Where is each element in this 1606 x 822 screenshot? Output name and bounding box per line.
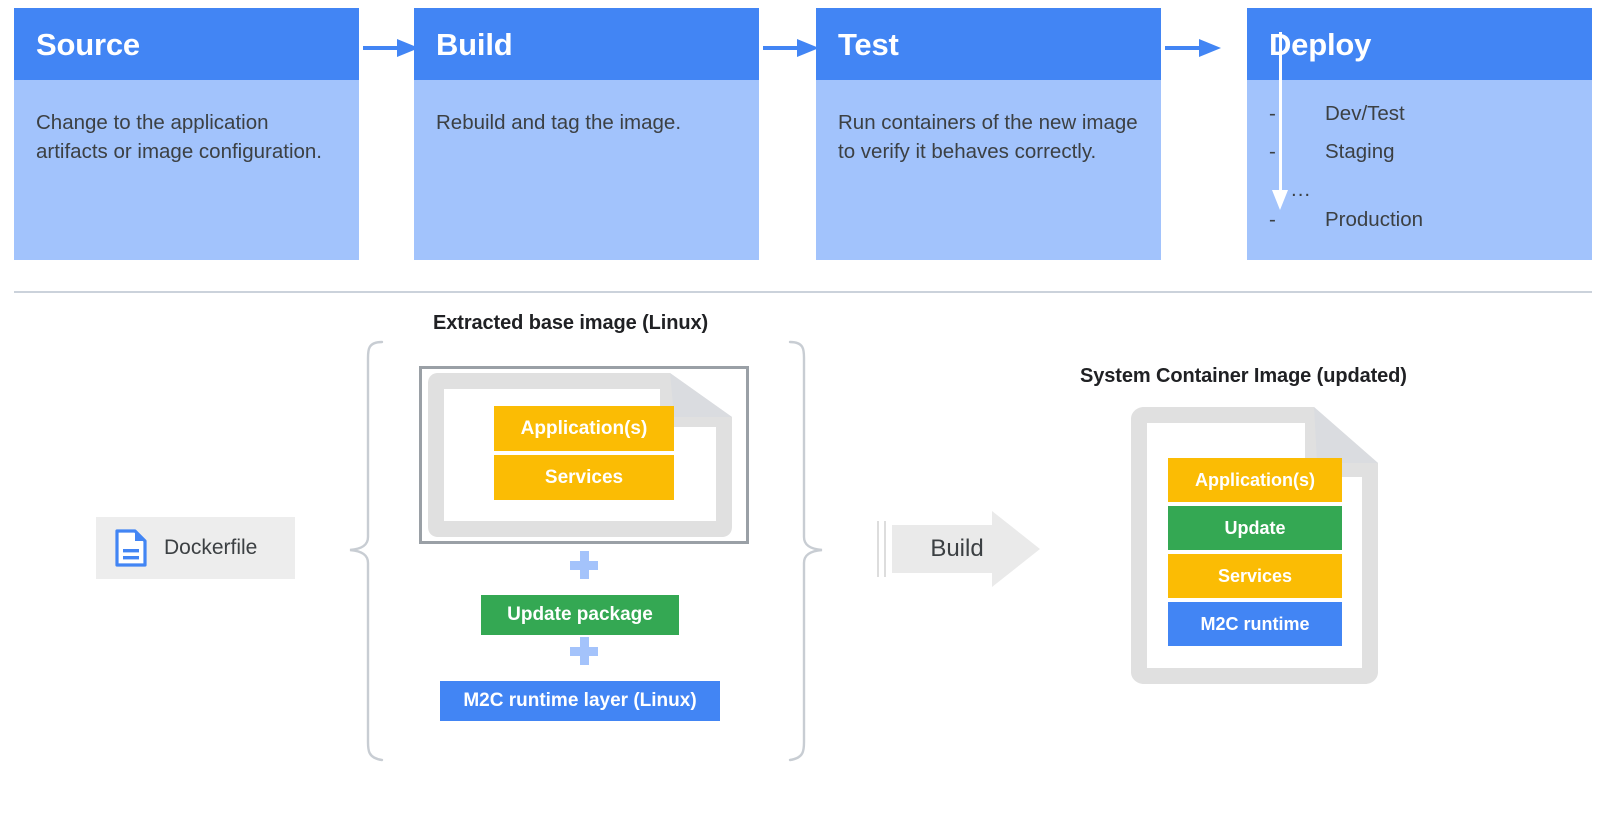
deploy-list-item: - Staging: [1247, 140, 1592, 178]
image-build-diagram: Extracted base image (Linux) Application…: [0, 300, 1606, 822]
stage-header-build: Build: [414, 8, 759, 80]
system-image-layer-stack: Application(s) Update Services M2C runti…: [1168, 458, 1342, 650]
deploy-environment-list: - Dev/Test - Staging ... - Production: [1247, 80, 1592, 246]
stage-title-build: Build: [436, 26, 513, 62]
file-document-icon: [115, 529, 147, 567]
arrow-shaft: [363, 46, 401, 50]
stage-header-deploy: Deploy: [1247, 8, 1592, 80]
stage-description-build: Rebuild and tag the image.: [436, 111, 682, 134]
pipeline-stage-build[interactable]: Build Rebuild and tag the image.: [414, 8, 759, 260]
deploy-list-item: - Dev/Test: [1247, 102, 1592, 140]
arrow-right-icon-source-to-build: [363, 39, 421, 57]
deploy-list-ellipsis: ...: [1291, 178, 1312, 201]
list-marker: -: [1269, 140, 1276, 163]
arrow-head: [797, 39, 819, 57]
block-arrow-right-icon: [892, 511, 1040, 587]
arrow-right-icon-test-to-deploy: [1165, 39, 1223, 57]
stage-body-test: Run containers of the new image to verif…: [816, 80, 1161, 260]
deploy-env-staging: Staging: [1325, 140, 1395, 163]
layer-m2c-runtime: M2C runtime: [1168, 602, 1342, 646]
stage-title-test: Test: [838, 26, 899, 62]
stage-body-deploy: - Dev/Test - Staging ... - Production: [1247, 32, 1592, 260]
pipeline-stage-deploy[interactable]: Deploy - Dev/Test - Staging ... - Pr: [1247, 8, 1592, 260]
pipeline-stage-test[interactable]: Test Run containers of the new image to …: [816, 8, 1161, 260]
build-arrow-label: Build: [930, 535, 984, 562]
deploy-list-item: - Production: [1247, 208, 1592, 246]
arrow-right-icon-build-to-test: [763, 39, 821, 57]
layer-m2c-runtime: M2C runtime layer (Linux): [440, 681, 720, 721]
left-curly-brace: [348, 340, 384, 762]
plus-icon-1: [570, 551, 598, 579]
dockerfile-chip[interactable]: Dockerfile: [96, 517, 295, 579]
cicd-pipeline-row: Source Change to the application artifac…: [0, 0, 1606, 265]
stage-header-source: Source: [14, 8, 359, 80]
layer-update-package: Update package: [481, 595, 679, 635]
arrow-head: [397, 39, 419, 57]
arrow-head: [1272, 190, 1288, 210]
stage-title-deploy: Deploy: [1269, 26, 1372, 62]
deploy-env-production: Production: [1325, 208, 1424, 231]
arrow-shaft: [763, 46, 801, 50]
arrow-head: [1199, 39, 1221, 57]
stage-body-build: Rebuild and tag the image.: [414, 80, 759, 260]
section-divider: [14, 291, 1592, 293]
plus-icon-2: [570, 637, 598, 665]
build-block-arrow: Build: [876, 509, 1042, 589]
layer-services: Services: [494, 455, 674, 500]
stage-header-test: Test: [816, 8, 1161, 80]
stage-title-source: Source: [36, 26, 140, 62]
list-marker: -: [1269, 208, 1276, 231]
base-image-layer-stack: Application(s) Services: [494, 406, 674, 504]
deploy-env-dev-test: Dev/Test: [1325, 102, 1405, 125]
dockerfile-label: Dockerfile: [164, 536, 258, 559]
arrow-tick: [884, 521, 886, 577]
extracted-base-image-frame: Application(s) Services: [419, 366, 749, 544]
layer-applications: Application(s): [1168, 458, 1342, 502]
list-marker: -: [1269, 102, 1276, 125]
stage-description-test: Run containers of the new image to verif…: [838, 111, 1138, 164]
arrow-shaft: [1165, 46, 1203, 50]
pipeline-stage-source[interactable]: Source Change to the application artifac…: [14, 8, 359, 260]
system-container-image-doc: Application(s) Update Services M2C runti…: [1129, 405, 1380, 686]
plus-bar-v: [580, 637, 589, 665]
plus-bar-v: [580, 551, 589, 579]
layer-services: Services: [1168, 554, 1342, 598]
arrow-tick: [877, 521, 879, 577]
arrow-shaft: [1279, 32, 1282, 194]
right-curly-brace: [788, 340, 824, 762]
stage-body-source: Change to the application artifacts or i…: [14, 80, 359, 260]
system-container-image-caption: System Container Image (updated): [1080, 365, 1407, 387]
extracted-base-image-caption: Extracted base image (Linux): [433, 312, 709, 334]
layer-applications: Application(s): [494, 406, 674, 451]
stage-description-source: Change to the application artifacts or i…: [36, 111, 322, 164]
layer-update: Update: [1168, 506, 1342, 550]
deploy-progression-arrow-icon: [1271, 32, 1291, 214]
